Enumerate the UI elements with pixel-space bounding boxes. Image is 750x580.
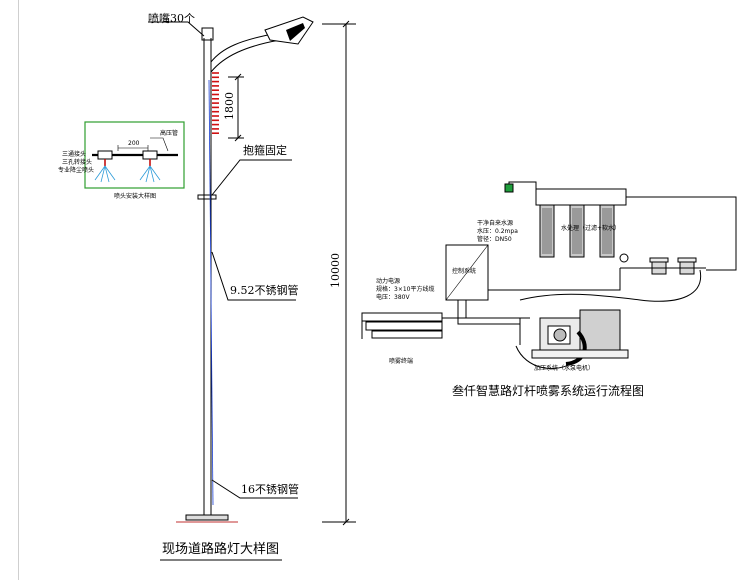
water-line-blue bbox=[208, 79, 214, 506]
nozzle-detail-box bbox=[84, 121, 185, 189]
water-source-line-2: 水压：0.2mpa bbox=[477, 228, 518, 235]
power-line-2: 规格：3×10平方线缆 bbox=[376, 286, 435, 293]
nozzle-count-label: 喷嘴30个 bbox=[148, 12, 195, 25]
pressure-system-label: 加压系统（水泵电机） bbox=[534, 365, 595, 372]
upper-pipe-label: 9.52不锈钢管 bbox=[230, 284, 299, 297]
lower-pipe-label: 16不锈钢管 bbox=[241, 483, 299, 496]
three-hole-connector-label: 三孔转接头 bbox=[62, 159, 93, 166]
leader-lines bbox=[148, 21, 298, 561]
spray-terminal-label: 喷雾终端 bbox=[389, 358, 414, 365]
power-line-1: 动力电源 bbox=[376, 278, 401, 285]
spray-nozzle-label: 专业降尘喷头 bbox=[58, 167, 95, 174]
control-system-label: 控制系统 bbox=[452, 268, 477, 275]
dim-10000 bbox=[322, 20, 356, 526]
high-pressure-pipe-label: 高压管 bbox=[160, 130, 179, 137]
dim-1800 bbox=[228, 73, 244, 142]
water-treatment-label: 水处理（过滤+软水） bbox=[561, 225, 621, 232]
nozzle-array bbox=[212, 72, 219, 134]
spacing-dim-label: 1800 bbox=[223, 92, 236, 120]
height-dim-label: 10000 bbox=[329, 253, 342, 288]
hoop-fix-label: 抱箍固定 bbox=[243, 144, 287, 157]
flow-diagram bbox=[361, 181, 737, 370]
water-source-line-3: 管径：DN50 bbox=[477, 236, 512, 243]
water-source-line-1: 干净自来水源 bbox=[477, 220, 514, 227]
detail-caption: 喷头安装大样图 bbox=[114, 193, 157, 200]
page-border-line bbox=[18, 0, 19, 580]
detail-dim-label: 200 bbox=[128, 140, 140, 147]
tee-connector-label: 三通接头 bbox=[62, 151, 87, 158]
pole-drawing-caption: 现场道路路灯大样图 bbox=[162, 542, 280, 557]
lamp-head bbox=[264, 16, 314, 45]
power-line-3: 电压：380V bbox=[376, 294, 410, 301]
flow-diagram-title: 叁仟智慧路灯杆喷雾系统运行流程图 bbox=[452, 384, 645, 398]
